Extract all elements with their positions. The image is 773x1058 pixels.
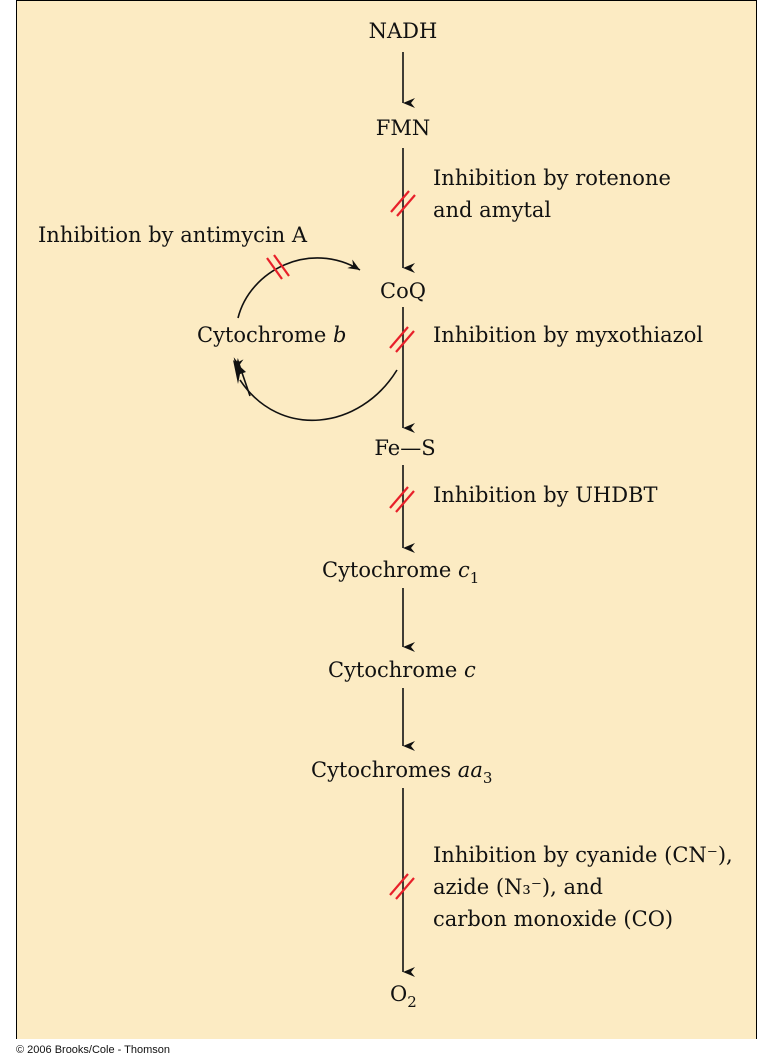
cyt-c-letter: c xyxy=(464,658,476,682)
inhibition-mark-cyanide xyxy=(389,873,415,900)
q-cycle-left-arrowhead xyxy=(233,360,246,384)
node-cytochromes-aa3: Cytochromes aa3 xyxy=(311,758,492,787)
node-coq: CoQ xyxy=(380,279,426,303)
o2-subscript: 2 xyxy=(407,993,417,1011)
label-cyanide-line2: azide (N₃⁻), and xyxy=(433,875,603,899)
q-cycle-upper-arc xyxy=(237,257,361,319)
node-fe-s: Fe—S xyxy=(374,436,435,460)
node-o2: O2 xyxy=(390,982,417,1011)
inhibition-mark-rotenone xyxy=(390,190,416,217)
node-cytochrome-b: Cytochrome b xyxy=(197,323,346,347)
cyt-c1-letter: c xyxy=(458,558,470,582)
cyt-aa3-subscript: 3 xyxy=(483,769,493,787)
q-cycle-lower-arc xyxy=(239,369,398,422)
node-nadh: NADH xyxy=(369,19,438,43)
cyt-c1-subscript: 1 xyxy=(470,569,480,587)
copyright-footer: © 2006 Brooks/Cole - Thomson xyxy=(16,1044,171,1056)
label-rotenone-line1: Inhibition by rotenone xyxy=(433,166,671,190)
cyt-c-label: Cytochrome xyxy=(328,658,457,682)
label-cyanide-line1: Inhibition by cyanide (CN⁻), xyxy=(433,843,733,867)
node-fmn: FMN xyxy=(376,116,430,140)
inhibition-mark-uhdbt xyxy=(389,486,415,513)
node-cytochrome-c1: Cytochrome c1 xyxy=(322,558,479,587)
label-antimycin: Inhibition by antimycin A xyxy=(38,223,308,247)
label-uhdbt: Inhibition by UHDBT xyxy=(433,483,658,507)
cyt-aa3-label: Cytochromes xyxy=(311,758,451,782)
inhibition-mark-antimycin xyxy=(266,254,290,280)
node-cytochrome-c: Cytochrome c xyxy=(328,658,476,682)
cyt-c1-label: Cytochrome xyxy=(322,558,451,582)
o2-letter: O xyxy=(390,982,407,1006)
label-myxothiazol: Inhibition by myxothiazol xyxy=(433,323,703,347)
diagram-panel xyxy=(16,0,757,1039)
cyt-b-letter: b xyxy=(333,323,346,347)
label-cyanide-line3: carbon monoxide (CO) xyxy=(433,907,673,931)
label-rotenone-line2: and amytal xyxy=(433,198,551,222)
inhibition-mark-myxothiazol xyxy=(389,326,415,353)
cyt-aa3-letters: aa xyxy=(458,758,483,782)
cyt-b-label: Cytochrome xyxy=(197,323,326,347)
